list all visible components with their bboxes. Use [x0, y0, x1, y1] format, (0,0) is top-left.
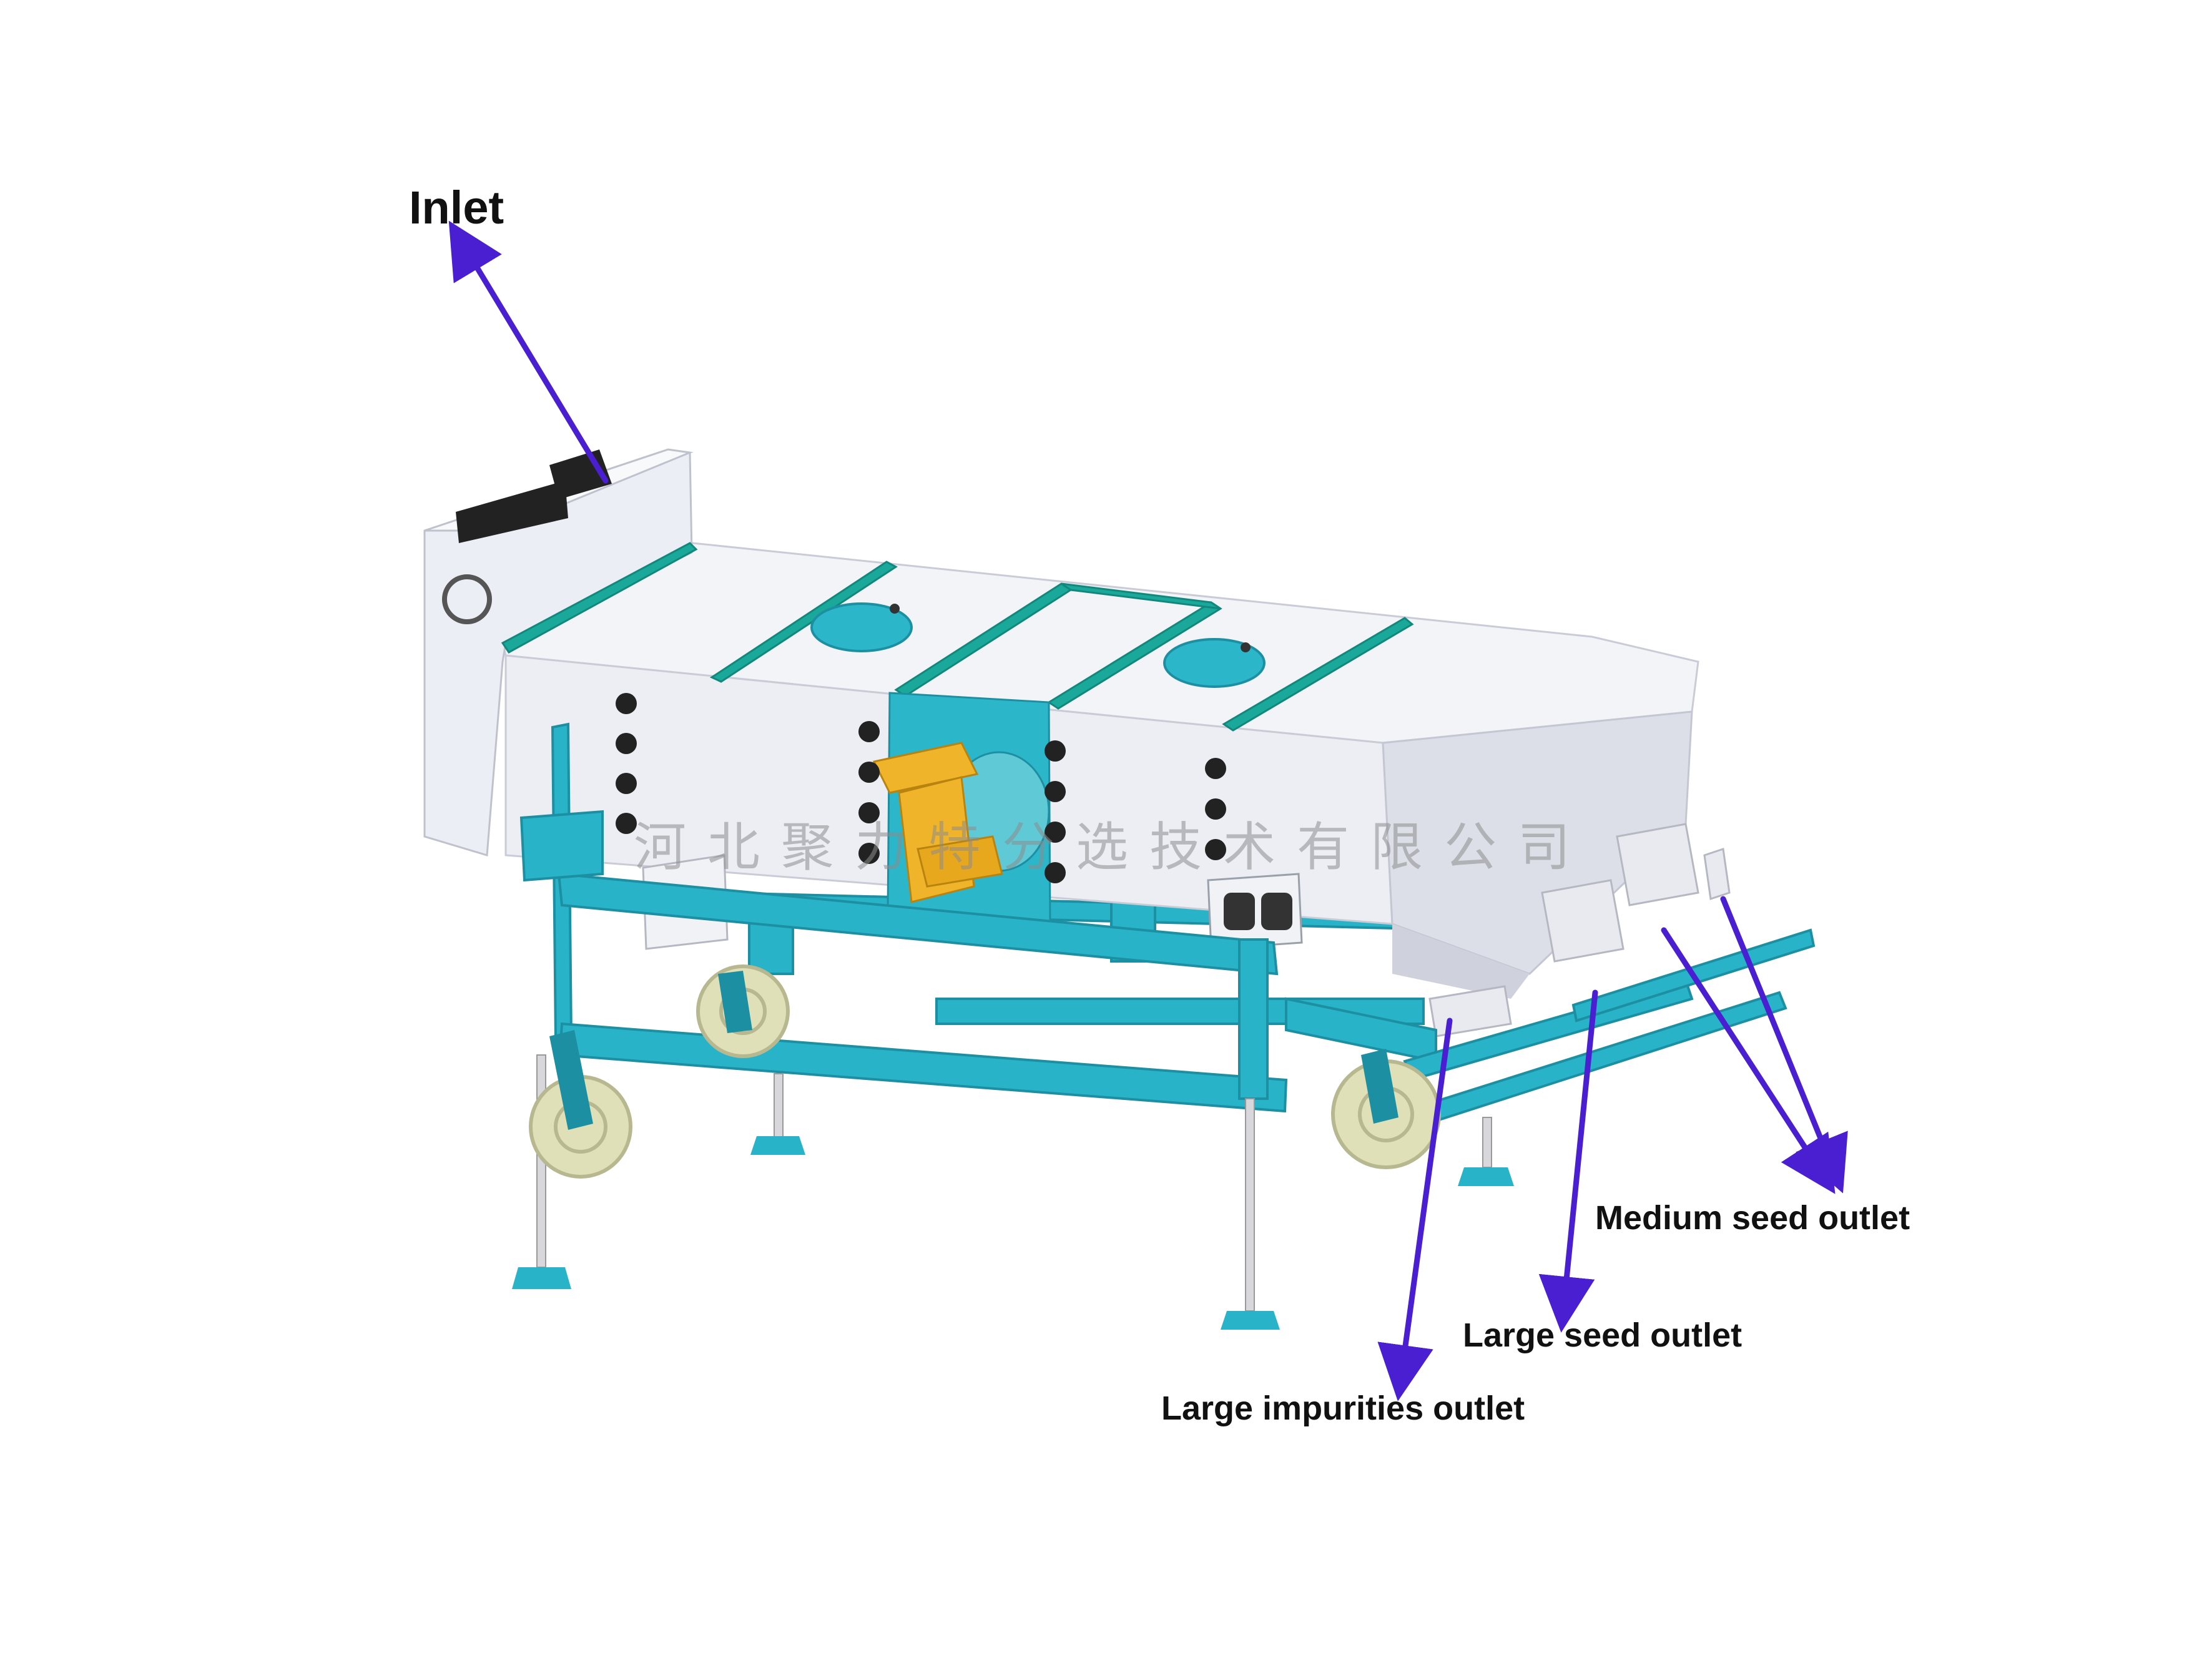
- wheel-icon: [529, 964, 1441, 1179]
- medium-seed-arrow-b: [1720, 896, 1848, 1194]
- large-impurities-outlet-label: Large impurities outlet: [1161, 1390, 1525, 1427]
- watermark: 河北聚力特分选技术有限公司: [634, 817, 1592, 878]
- large-impurities-arrow: [1377, 1018, 1453, 1401]
- gear-knob-icon-group: [616, 693, 1226, 883]
- legs: [512, 1054, 1514, 1330]
- inspection-window-icon: [442, 574, 492, 624]
- top-inspection-covers: [810, 602, 1266, 688]
- inlet-arrow: [448, 220, 609, 484]
- vibration-motor-icon: [872, 742, 1003, 903]
- inlet-label: Inlet: [409, 182, 504, 233]
- inlet-hopper: [423, 448, 694, 856]
- large-seed-outlet-label: Large seed outlet: [1463, 1317, 1743, 1354]
- medium-seed-arrow-a: [1661, 927, 1836, 1194]
- medium-seed-outlet-label: Medium seed outlet: [1595, 1199, 1910, 1237]
- top-rails: [501, 542, 1414, 732]
- callout-arrows: [448, 220, 1848, 1401]
- large-seed-arrow: [1538, 989, 1598, 1333]
